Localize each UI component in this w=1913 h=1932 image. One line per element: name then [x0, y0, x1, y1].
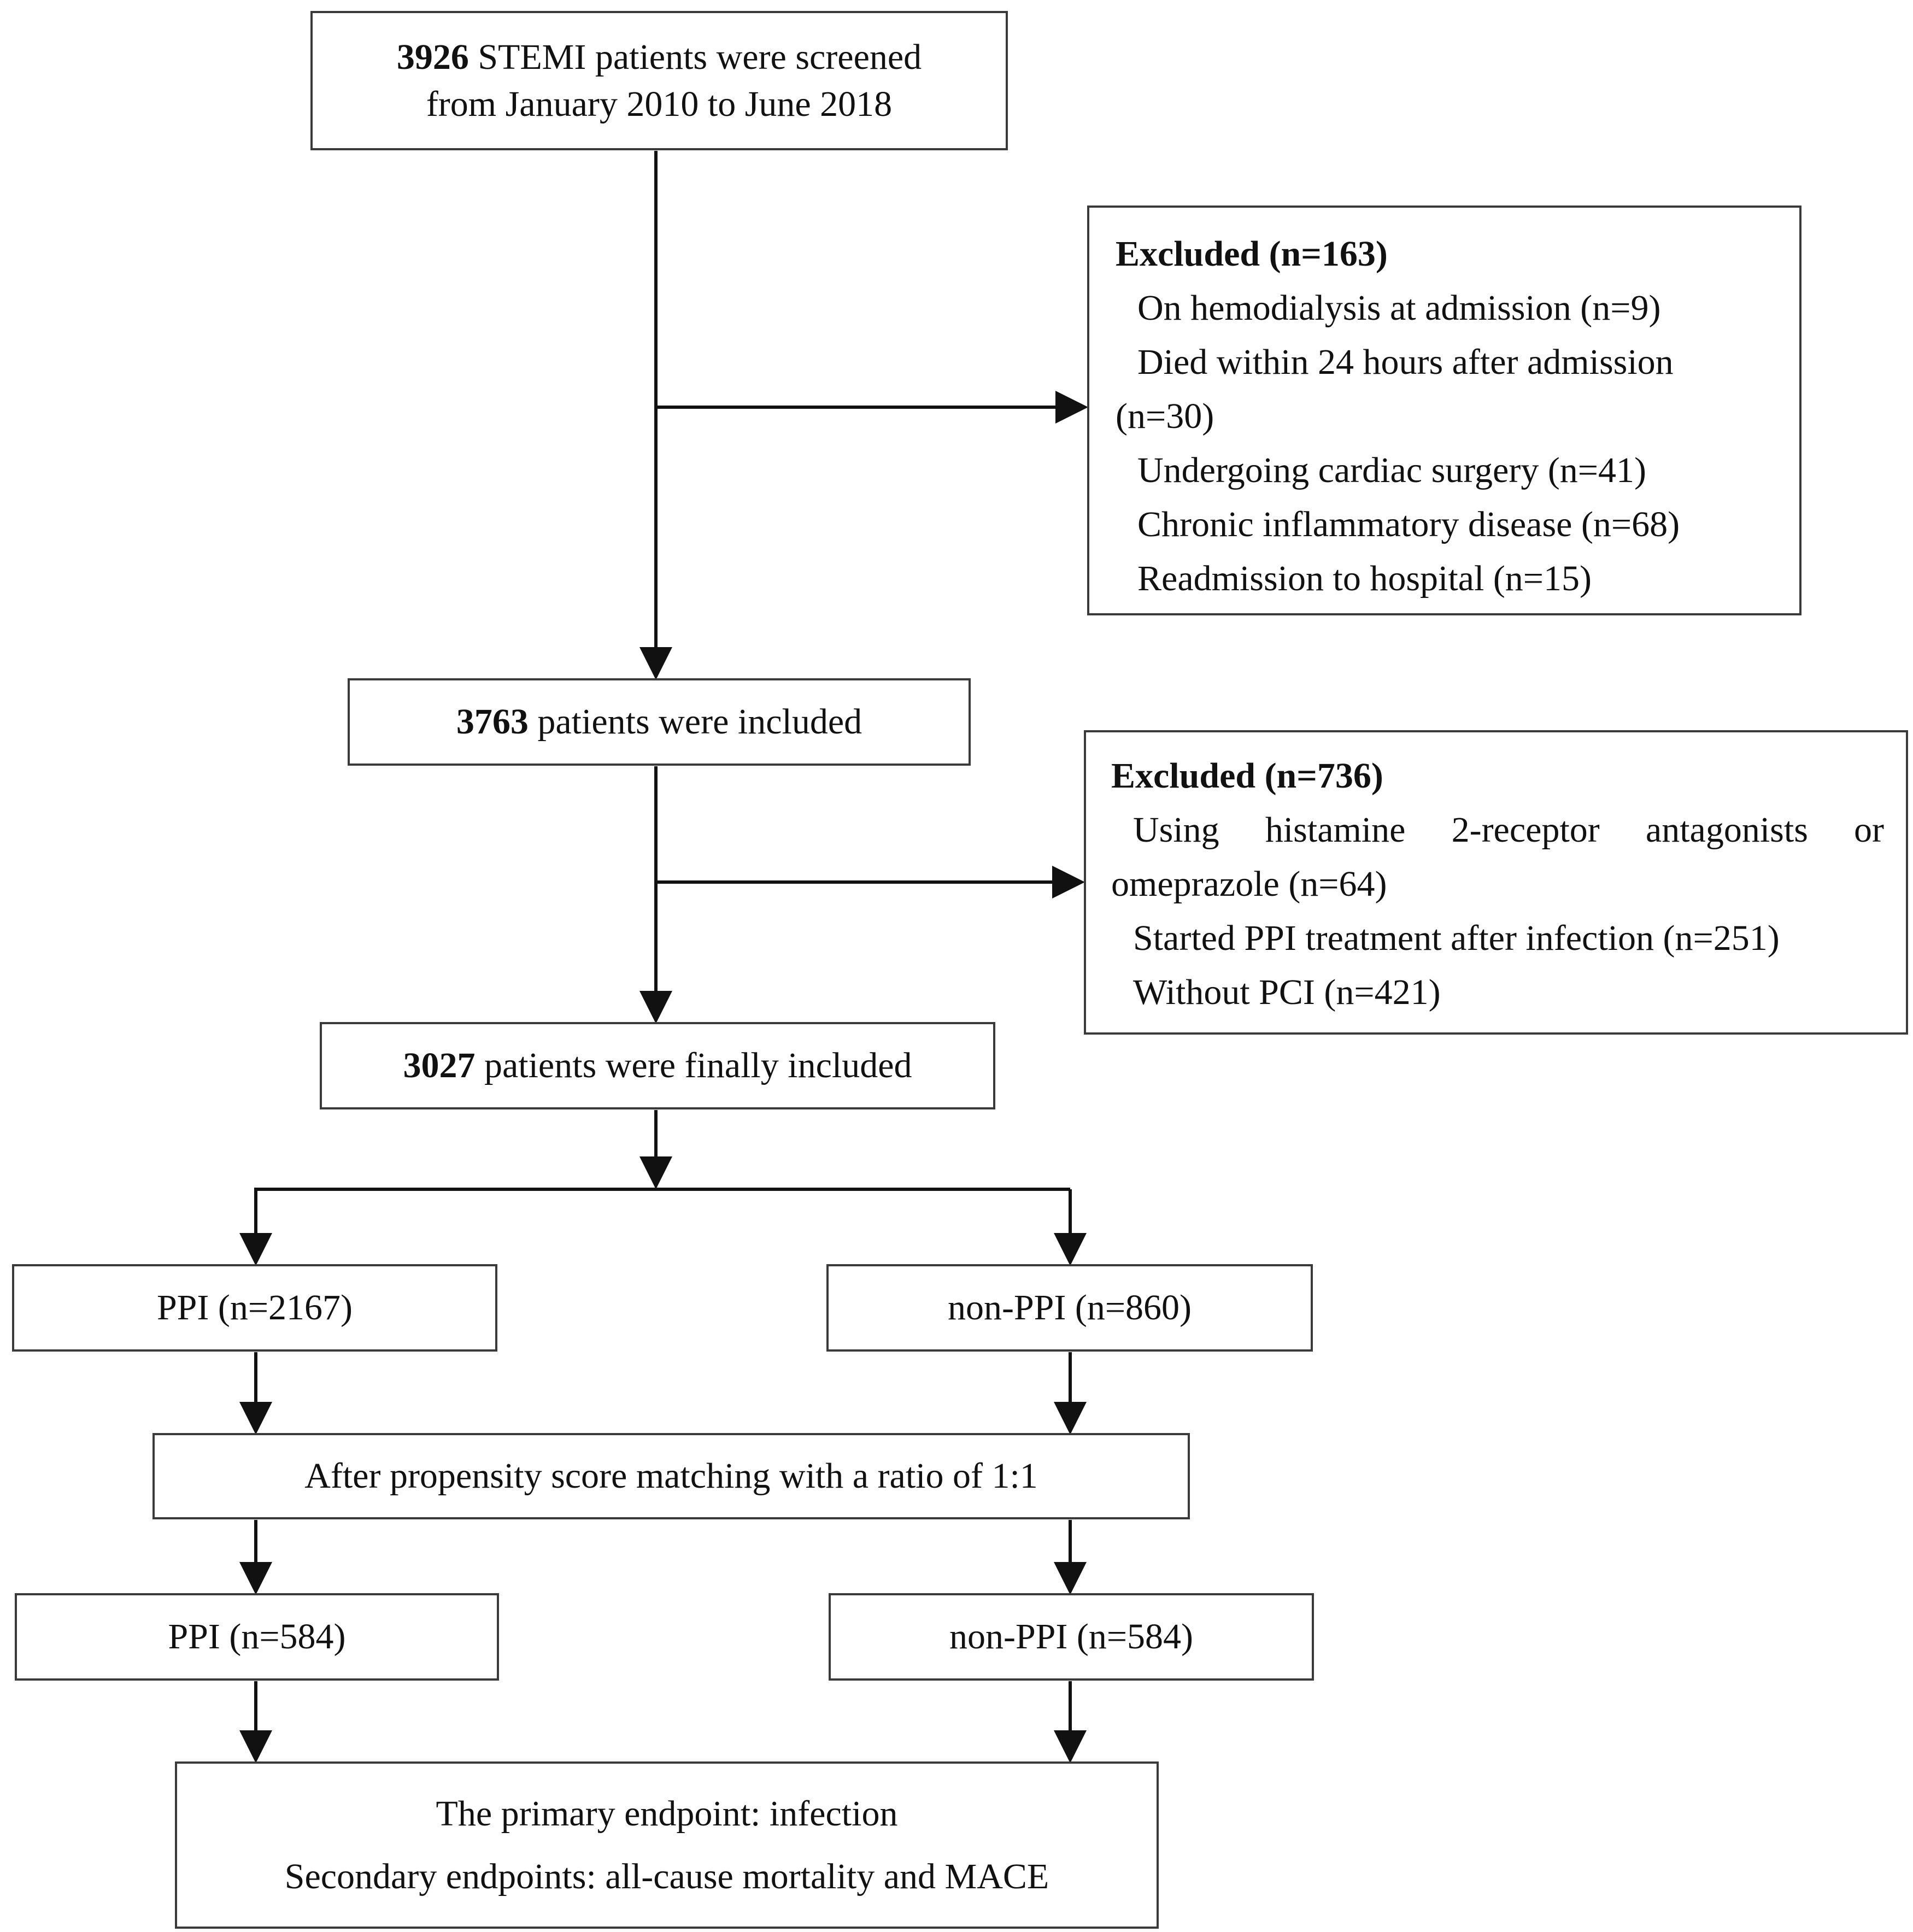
included-count: 3763 [456, 702, 529, 742]
ppi-group-after-label: PPI (n=584) [168, 1617, 346, 1657]
exclusion-1-title: Excluded (n=163) [1116, 234, 1388, 274]
included-box: 3763 patients were included [348, 678, 971, 766]
final-text: patients were finally included [475, 1046, 912, 1086]
primary-endpoint: The primary endpoint: infection [436, 1793, 898, 1834]
screened-box: 3926 STEMI patients were screened from J… [310, 11, 1008, 150]
included-text: patients were included [528, 702, 862, 742]
exclusion-1-item: Undergoing cardiac surgery (n=41) [1137, 450, 1646, 490]
ppi-group-before-label: PPI (n=2167) [156, 1288, 353, 1328]
ppi-group-before-box: PPI (n=2167) [12, 1264, 497, 1352]
final-included-box: 3027 patients were finally included [320, 1022, 995, 1109]
screened-period: from January 2010 to June 2018 [426, 84, 893, 124]
exclusion-box-1: Excluded (n=163) On hemodialysis at admi… [1087, 205, 1801, 615]
ppi-group-after-box: PPI (n=584) [15, 1593, 499, 1681]
exclusion-1-item: Readmission to hospital (n=15) [1137, 559, 1592, 598]
non-ppi-group-before-label: non-PPI (n=860) [947, 1288, 1192, 1328]
exclusion-box-2: Excluded (n=736) Using histamine 2-recep… [1084, 730, 1908, 1035]
exclusion-1-item: Chronic inflammatory disease (n=68) [1137, 504, 1680, 544]
exclusion-1-item: Died within 24 hours after admission [1137, 342, 1674, 382]
exclusion-2-title: Excluded (n=736) [1111, 756, 1383, 796]
screened-text: STEMI patients were screened [468, 37, 922, 78]
screened-count: 3926 [396, 37, 469, 78]
non-ppi-group-after-label: non-PPI (n=584) [949, 1617, 1194, 1657]
exclusion-1-item: On hemodialysis at admission (n=9) [1137, 288, 1661, 328]
final-count: 3027 [403, 1046, 476, 1086]
exclusion-2-item: Using histamine 2-receptor antagonists o… [1133, 810, 1884, 850]
non-ppi-group-before-box: non-PPI (n=860) [826, 1264, 1313, 1352]
matching-box: After propensity score matching with a r… [152, 1433, 1190, 1519]
non-ppi-group-after-box: non-PPI (n=584) [829, 1593, 1314, 1681]
exclusion-2-item-continued: omeprazole (n=64) [1111, 864, 1387, 904]
exclusion-1-item-continued: (n=30) [1116, 396, 1214, 436]
exclusion-2-item: Without PCI (n=421) [1133, 972, 1441, 1012]
secondary-endpoints: Secondary endpoints: all-cause mortality… [284, 1857, 1049, 1896]
exclusion-2-item: Started PPI treatment after infection (n… [1133, 918, 1780, 958]
endpoints-box: The primary endpoint: infection Secondar… [175, 1761, 1159, 1929]
matching-label: After propensity score matching with a r… [304, 1456, 1038, 1496]
